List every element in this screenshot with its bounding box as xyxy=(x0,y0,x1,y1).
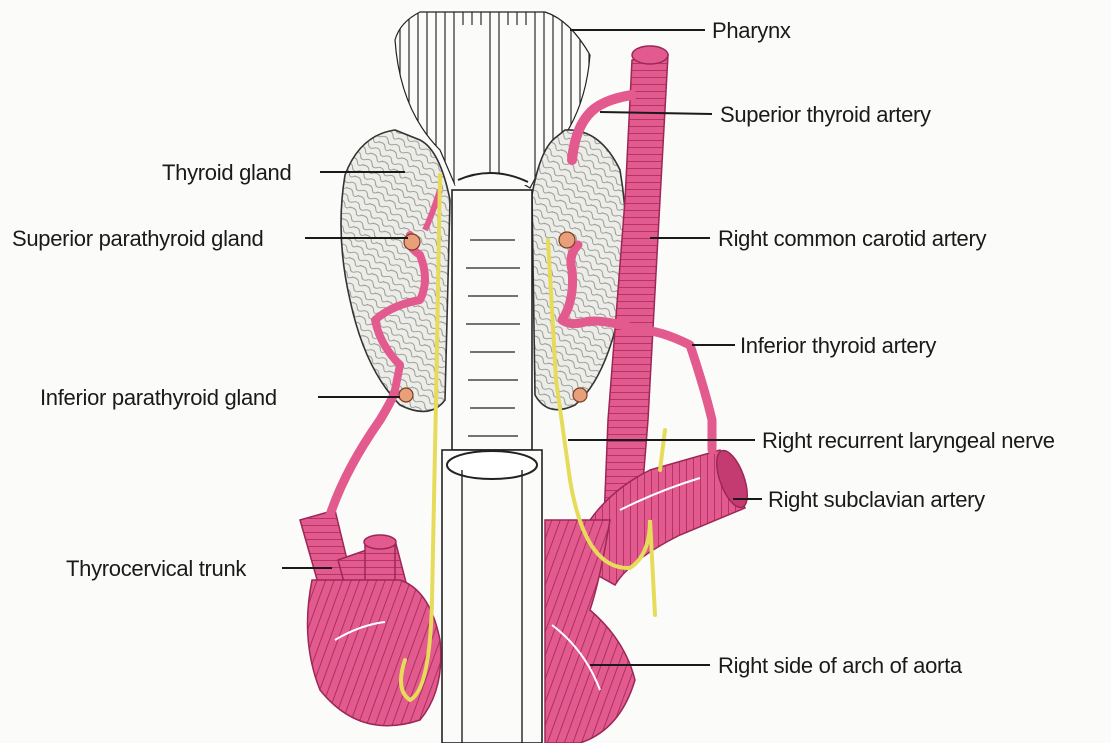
label-thyrocervical-trunk: Thyrocervical trunk xyxy=(66,556,247,581)
label-inferior-thyroid-artery: Inferior thyroid artery xyxy=(740,333,936,358)
label-right-side-of-arch-of-aorta: Right side of arch of aorta xyxy=(718,653,963,678)
label-superior-parathyroid-gland: Superior parathyroid gland xyxy=(12,226,263,251)
right-inferior-parathyroid-shape xyxy=(573,388,587,402)
label-inferior-parathyroid-gland: Inferior parathyroid gland xyxy=(40,385,277,410)
left-superior-parathyroid-shape xyxy=(404,234,420,250)
label-superior-thyroid-artery: Superior thyroid artery xyxy=(720,102,931,127)
right-superior-parathyroid-shape xyxy=(559,232,575,248)
label-right-subclavian-artery: Right subclavian artery xyxy=(768,487,985,512)
label-thyroid-gland: Thyroid gland xyxy=(162,160,291,185)
left-inferior-parathyroid-shape xyxy=(399,388,413,402)
trachea-illustration xyxy=(442,190,542,743)
label-pharynx: Pharynx xyxy=(712,18,791,43)
thyrocervical-trunk-shape xyxy=(300,390,441,726)
label-right-recurrent-laryngeal-nerve: Right recurrent laryngeal nerve xyxy=(762,428,1055,453)
label-right-common-carotid-artery: Right common carotid artery xyxy=(718,226,987,251)
